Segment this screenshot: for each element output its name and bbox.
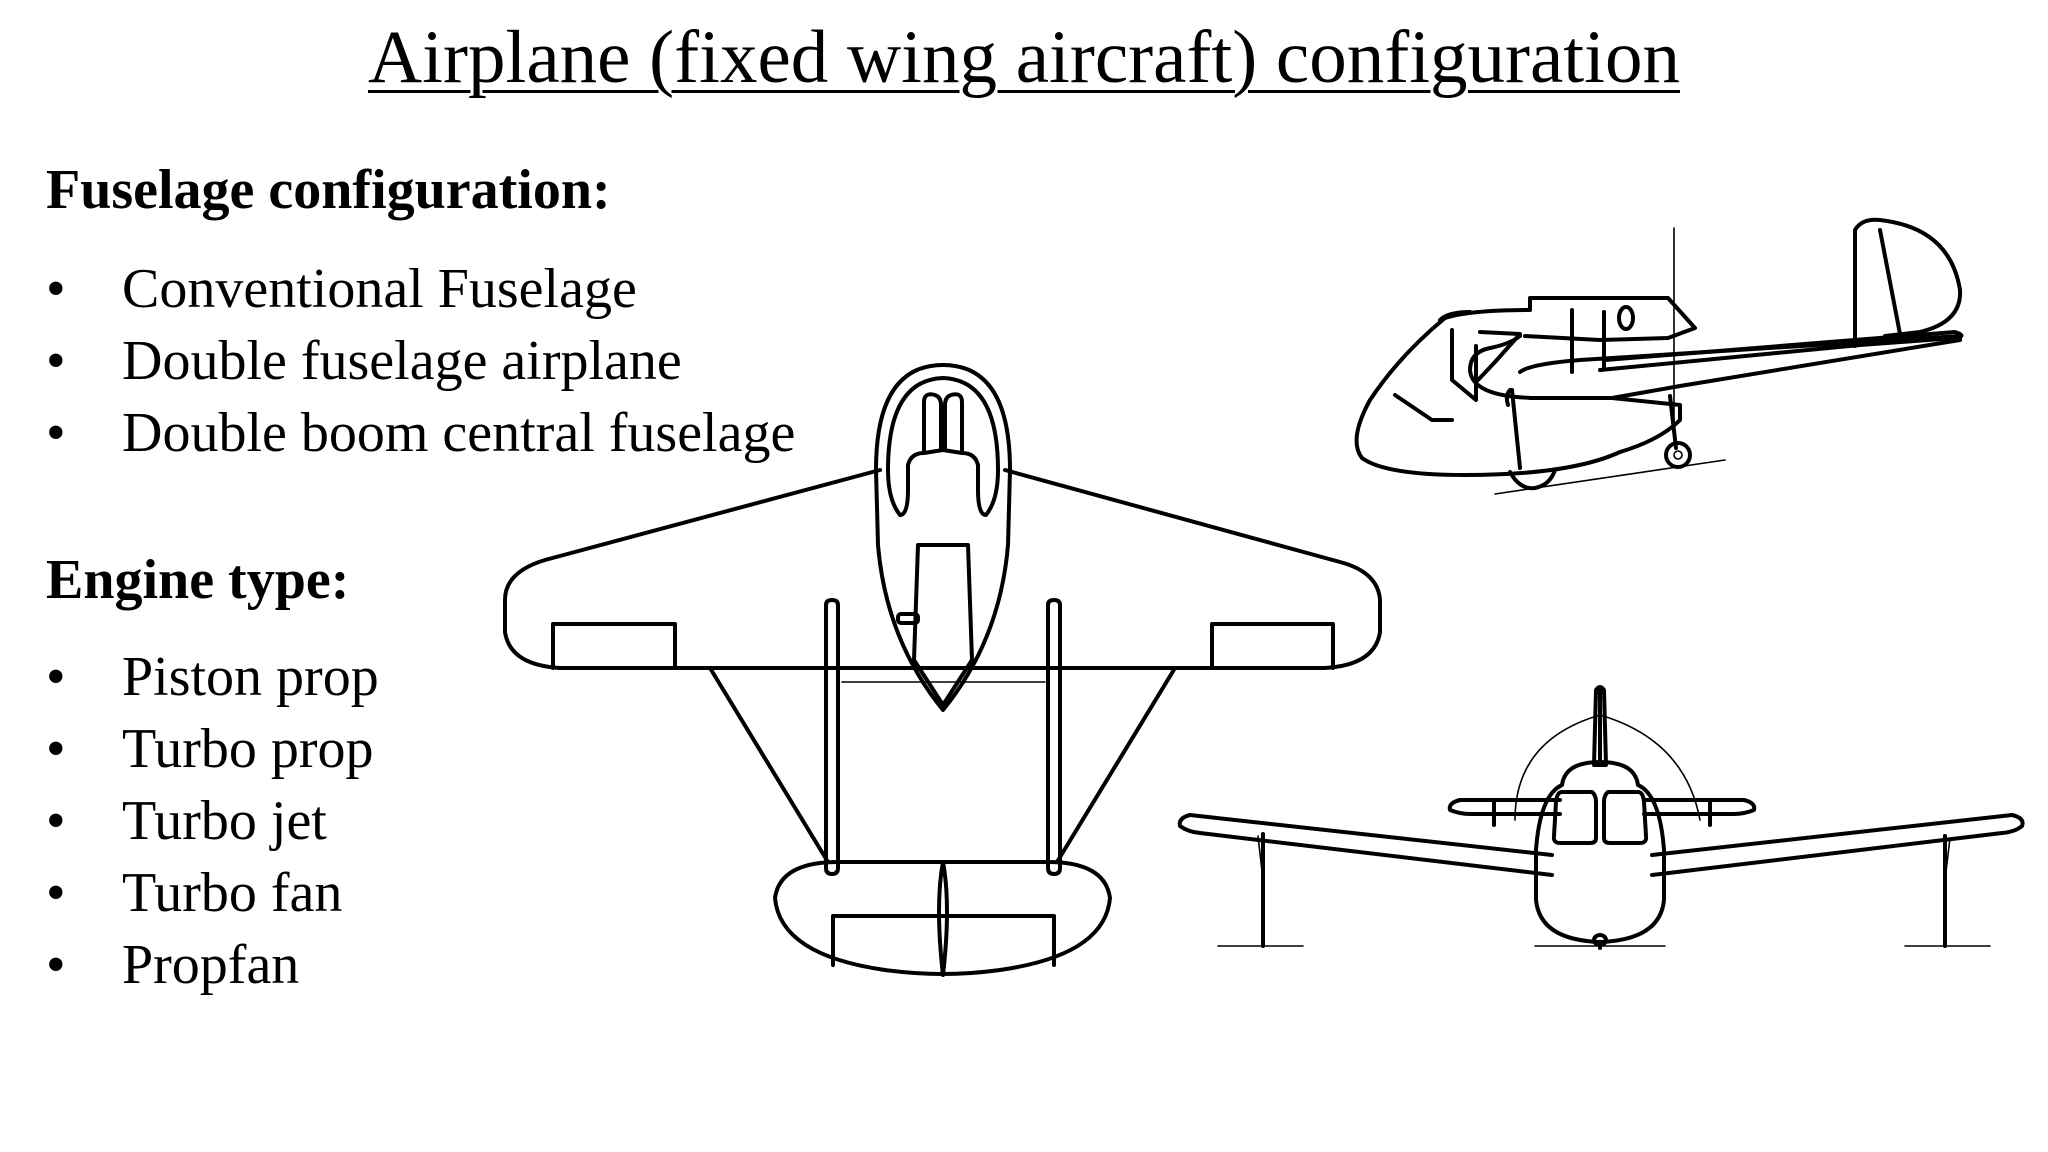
engine-heading: Engine type: — [46, 549, 350, 611]
list-item-text: Conventional Fuselage — [122, 258, 637, 320]
list-item-text: Turbo prop — [122, 718, 374, 780]
list-item-text: Double fuselage airplane — [122, 330, 682, 392]
list-item: • Double boom central fuselage — [46, 397, 795, 469]
slide-title-text: Airplane (fixed wing aircraft) configura… — [368, 16, 1680, 99]
list-item: • Piston prop — [46, 641, 379, 713]
bullet-icon: • — [46, 862, 66, 924]
fuselage-heading: Fuselage configuration: — [46, 159, 611, 221]
list-item-text: Double boom central fuselage — [122, 402, 796, 464]
slide-title: Airplane (fixed wing aircraft) configura… — [0, 10, 2048, 105]
list-item: • Turbo prop — [46, 713, 379, 785]
list-item-text: Piston prop — [122, 646, 379, 708]
bullet-icon: • — [46, 934, 66, 996]
list-item: • Conventional Fuselage — [46, 253, 795, 325]
list-item: • Turbo jet — [46, 785, 379, 857]
bullet-icon: • — [46, 258, 66, 320]
list-item: • Double fuselage airplane — [46, 325, 795, 397]
bullet-icon: • — [46, 330, 66, 392]
bullet-icon: • — [46, 790, 66, 852]
list-item-text: Propfan — [122, 934, 300, 996]
bullet-icon: • — [46, 646, 66, 708]
list-item: • Turbo fan — [46, 857, 379, 929]
bullet-icon: • — [46, 402, 66, 464]
list-item-text: Turbo jet — [122, 790, 327, 852]
engine-list: • Piston prop • Turbo prop • Turbo jet •… — [46, 641, 379, 1001]
list-item-text: Turbo fan — [122, 862, 343, 924]
bullet-icon: • — [46, 718, 66, 780]
front-view-airplane-drawing — [1177, 685, 2025, 950]
side-view-glider-drawing — [1354, 217, 1964, 495]
list-item: • Propfan — [46, 929, 379, 1001]
fuselage-list: • Conventional Fuselage • Double fuselag… — [46, 253, 795, 469]
